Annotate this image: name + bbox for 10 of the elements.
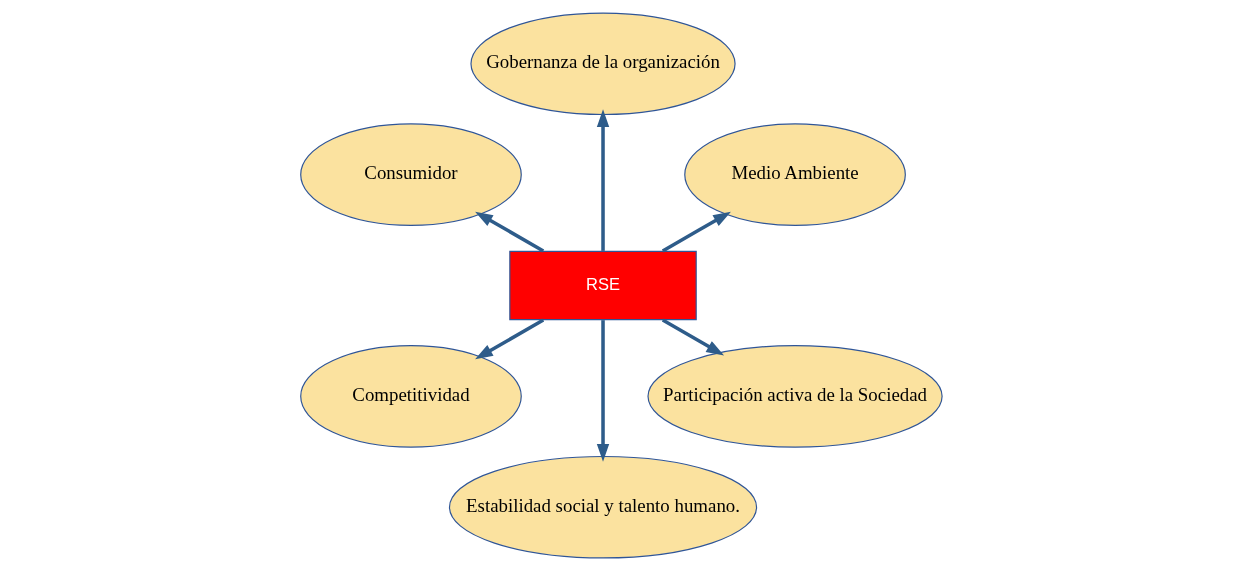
arrow (475, 211, 545, 253)
arrow (596, 320, 610, 462)
node-ellipse: Participación activa de la Sociedad (647, 345, 943, 448)
arrow (475, 318, 545, 360)
arrow (661, 211, 731, 253)
arrow (596, 109, 610, 251)
node-box: RSE (509, 250, 697, 321)
arrow (661, 318, 725, 356)
node-ellipse: Gobernanza de la organización (470, 12, 736, 116)
node-ellipse: Estabilidad social y talento humano. (448, 455, 758, 559)
